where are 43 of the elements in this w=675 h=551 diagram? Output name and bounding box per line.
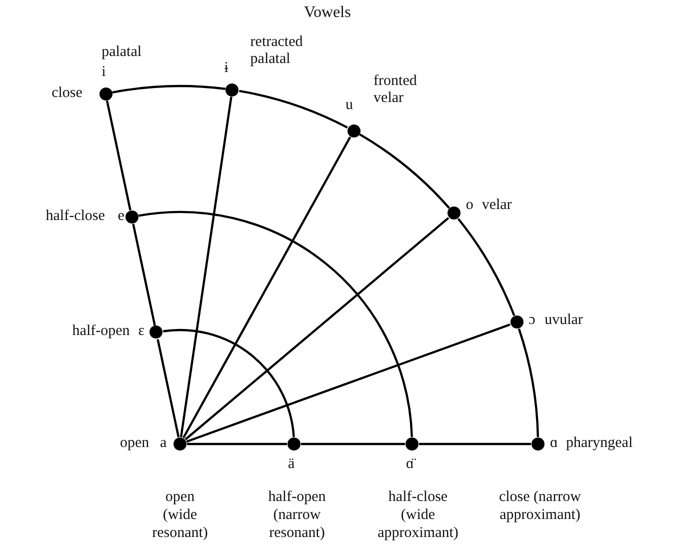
connecting-line bbox=[518, 328, 540, 438]
point-label: half-close bbox=[46, 208, 105, 226]
point-label: palatal bbox=[102, 44, 142, 61]
connecting-line bbox=[301, 442, 405, 446]
point-label: uvular bbox=[544, 312, 583, 330]
point-label: open bbox=[120, 435, 150, 452]
diagram-title: Vowels bbox=[304, 4, 351, 22]
point-label: pharyngeal bbox=[566, 435, 633, 452]
point-label: fronted velar bbox=[374, 72, 418, 107]
column-label: close (narrow approximant) bbox=[498, 488, 582, 524]
connecting-line bbox=[184, 217, 450, 440]
point-label: ε bbox=[138, 323, 145, 340]
point-label: u bbox=[346, 96, 354, 114]
point-label: ä bbox=[288, 456, 295, 473]
point-label: ɨ bbox=[224, 60, 228, 77]
connecting-line bbox=[238, 90, 348, 129]
point-label: ɔ bbox=[528, 312, 536, 330]
connecting-line bbox=[138, 211, 413, 438]
point-label: i bbox=[102, 64, 106, 81]
point-label: close bbox=[52, 84, 82, 102]
point-label: o bbox=[466, 197, 474, 214]
column-label: half-close (wide approximant) bbox=[376, 488, 460, 542]
connecting-line bbox=[132, 224, 156, 326]
connecting-line bbox=[180, 96, 232, 438]
point-label: a bbox=[160, 435, 167, 452]
connecting-line bbox=[163, 328, 295, 438]
point-label: e bbox=[118, 208, 124, 226]
point-label: ɑ bbox=[550, 435, 558, 452]
connecting-line bbox=[106, 100, 132, 210]
connecting-line bbox=[112, 85, 226, 94]
connecting-line bbox=[359, 133, 450, 209]
point-label: retracted palatal bbox=[250, 34, 304, 68]
column-label: open (wide resonant) bbox=[151, 488, 209, 542]
point-label: ɑ̈ bbox=[406, 456, 414, 473]
point-label: half-open bbox=[72, 323, 130, 340]
connecting-line bbox=[419, 442, 531, 446]
connecting-line bbox=[182, 136, 352, 438]
connecting-line bbox=[457, 218, 516, 316]
column-label: half-open (narrow resonant) bbox=[267, 488, 327, 542]
point-label: velar bbox=[482, 197, 512, 214]
connecting-line bbox=[156, 339, 180, 438]
connecting-line bbox=[186, 324, 510, 443]
connecting-line bbox=[187, 442, 287, 446]
